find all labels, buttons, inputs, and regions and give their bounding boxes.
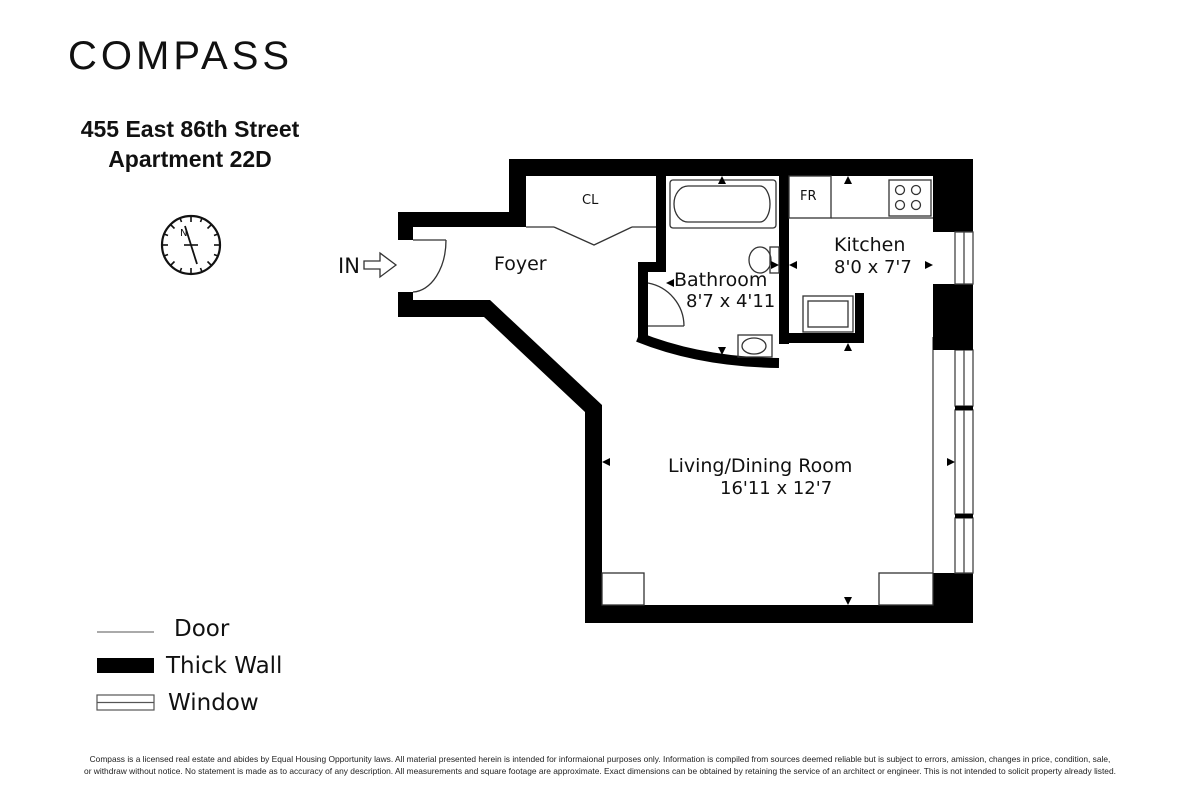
fridge-label: FR xyxy=(800,189,817,204)
room-kitchen-label: Kitchen xyxy=(834,234,906,256)
room-bathroom-dims: 8'7 x 4'11 xyxy=(686,291,776,312)
thin-lines xyxy=(412,175,934,606)
room-living-dims: 16'11 x 12'7 xyxy=(720,478,833,499)
disclaimer-line-2: or withdraw without notice. No statement… xyxy=(84,766,1116,776)
windows xyxy=(932,231,974,574)
entry-label: IN xyxy=(338,254,360,278)
room-living-label: Living/Dining Room xyxy=(668,455,853,477)
room-kitchen-dims: 8'0 x 7'7 xyxy=(834,257,912,278)
svg-text:N: N xyxy=(180,228,187,239)
thick-walls xyxy=(398,159,973,623)
legend-door-swatch xyxy=(97,631,154,633)
room-foyer-label: Foyer xyxy=(494,253,547,275)
legend-thick-wall-swatch xyxy=(97,658,154,673)
room-closet-label: CL xyxy=(582,193,599,208)
room-bathroom-label: Bathroom xyxy=(674,269,768,291)
disclaimer-line-1: Compass is a licensed real estate and ab… xyxy=(89,754,1111,764)
compass-logo: COMPASS xyxy=(68,34,294,78)
north-compass-icon: N xyxy=(160,214,222,276)
entry-arrow-icon xyxy=(363,251,398,279)
dimension-arrows xyxy=(602,176,955,605)
address-line-1: 455 East 86th Street xyxy=(80,116,300,142)
legend-window-label: Window xyxy=(168,690,259,716)
legend-window-swatch xyxy=(96,694,155,711)
legend-door-label: Door xyxy=(174,616,230,642)
legend-thick-wall-label: Thick Wall xyxy=(166,653,283,679)
legal-disclaimer: Compass is a licensed real estate and ab… xyxy=(40,753,1160,777)
address-line-2: Apartment 22D xyxy=(108,146,272,172)
